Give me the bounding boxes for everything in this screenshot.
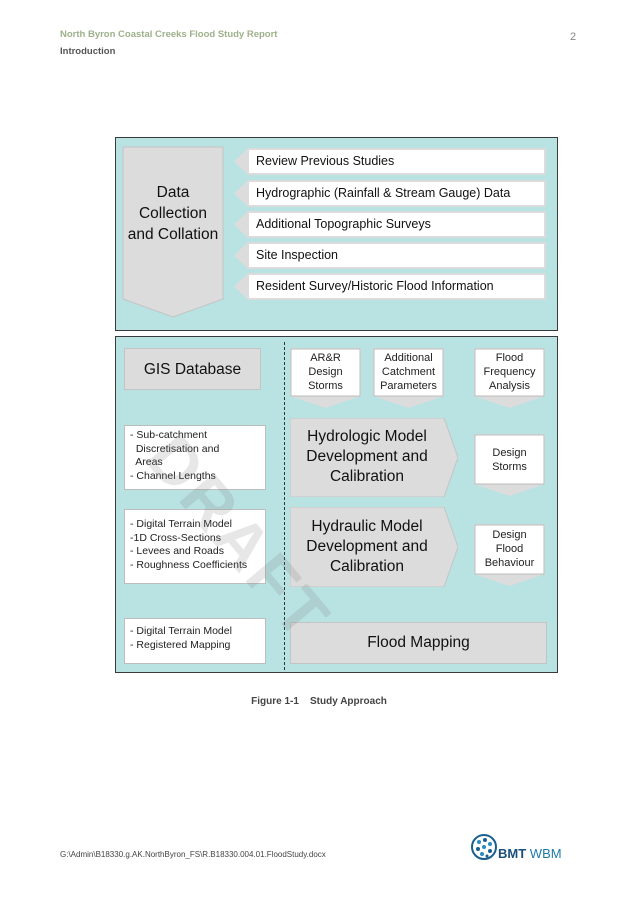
hydrologic-model-box	[290, 418, 458, 497]
subcatchment-box	[124, 425, 266, 490]
arr-design-storms-label: AR&R Design Storms	[308, 352, 343, 392]
report-title: North Byron Coastal Creeks Flood Study R…	[60, 29, 278, 40]
collection-item-row	[234, 242, 546, 269]
flood-frequency-label: Flood Frequency Analysis	[483, 352, 536, 392]
collection-item-label: Review Previous Studies	[256, 154, 395, 168]
design-flood-box: Design Flood Behaviour	[474, 524, 545, 586]
catchment-parameters-box: Additional Catchment Parameters	[373, 348, 444, 408]
hydraulic-inputs-box	[124, 509, 266, 584]
collection-item-label: Additional Topographic Surveys	[256, 217, 431, 231]
hydrologic-model-label: Hydrologic Model Development and Calibra…	[306, 428, 428, 485]
collection-item-row	[234, 273, 546, 300]
design-flood-label: Design Flood Behaviour	[484, 529, 535, 569]
globe-icon	[471, 834, 497, 860]
design-storms-label: Design Storms	[492, 447, 527, 473]
data-collection-box	[122, 146, 224, 318]
arr-design-storms-box: AR&R Design Storms	[290, 348, 361, 408]
collection-item-row	[234, 180, 546, 207]
collection-item-label: Resident Survey/Historic Flood Informati…	[256, 279, 494, 293]
page-number: 2	[570, 31, 577, 43]
gis-database-box	[124, 348, 261, 390]
flood-mapping-label: Flood Mapping	[367, 634, 470, 651]
file-path: G:\Admin\B18330.g.AK.NorthByron_FS\R.B18…	[60, 850, 326, 859]
collection-item-label: Hydrographic (Rainfall & Stream Gauge) D…	[256, 186, 511, 200]
bmt-wbm-logo: BMT WBM	[470, 832, 562, 867]
mapping-inputs-box	[124, 618, 266, 664]
collection-item-row	[234, 211, 546, 238]
figure-caption: Figure 1-1 Study Approach	[251, 696, 387, 707]
hydraulic-model-box	[290, 507, 458, 587]
data-collection-label: Data Collection and Collation	[127, 184, 219, 243]
subcatchment-list: - Sub-catchment Discretisation and Areas…	[130, 429, 220, 482]
logo-text: BMT WBM	[498, 846, 562, 861]
hydraulic-model-label: Hydraulic Model Development and Calibrat…	[306, 518, 428, 575]
section-title: Introduction	[60, 46, 116, 57]
collection-item-row	[234, 148, 546, 175]
divider-line	[284, 342, 285, 670]
catchment-parameters-label: Additional Catchment Parameters	[380, 352, 437, 392]
design-storms-box: Design Storms	[474, 434, 545, 496]
hydraulic-inputs-list: - Digital Terrain Model -1D Cross-Sectio…	[130, 518, 248, 571]
collection-item-label: Site Inspection	[256, 248, 338, 262]
flood-frequency-box: Flood Frequency Analysis	[474, 348, 545, 408]
mapping-inputs-list: - Digital Terrain Model - Registered Map…	[130, 625, 232, 651]
down-arrow-shape	[122, 146, 224, 318]
gis-database-label: GIS Database	[143, 361, 242, 378]
flood-mapping-box	[290, 622, 547, 664]
